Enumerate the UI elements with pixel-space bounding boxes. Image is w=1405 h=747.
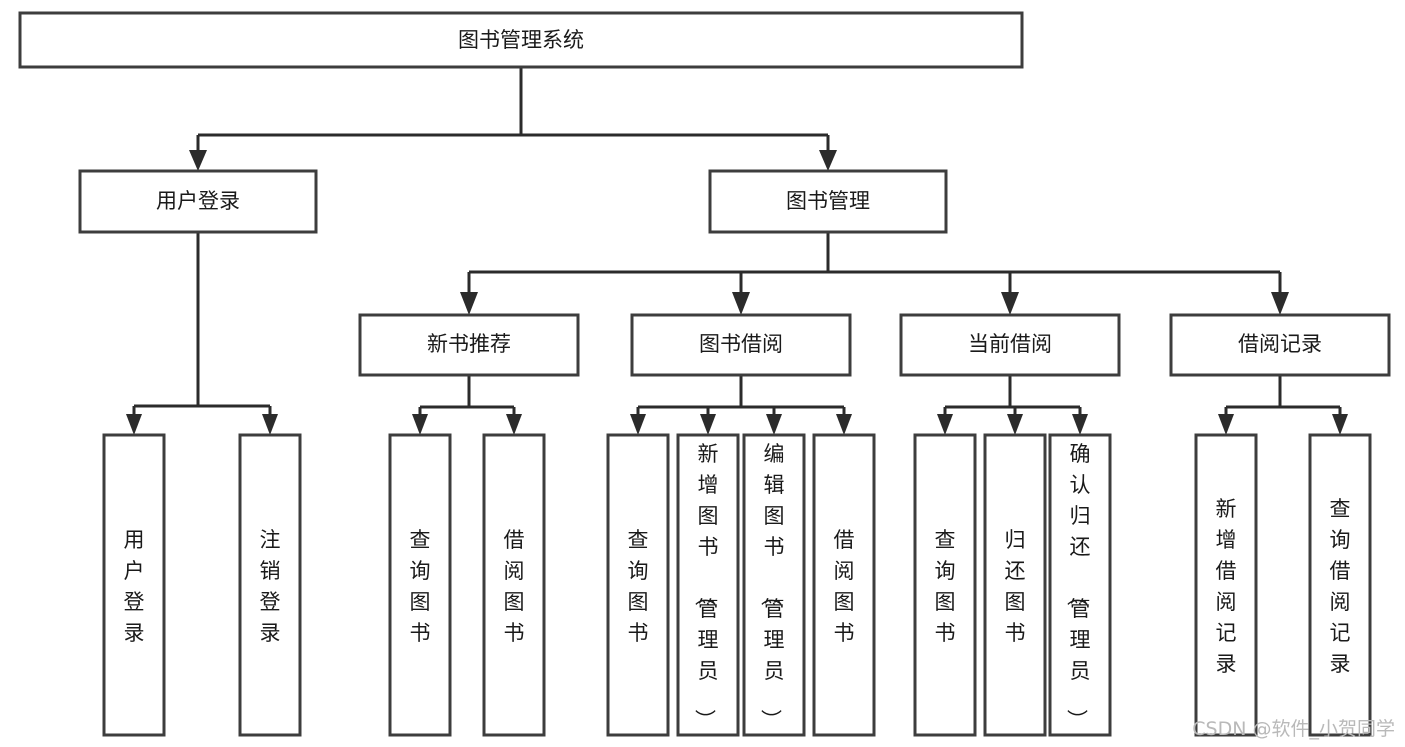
node-current-borrow-label: 当前借阅 bbox=[968, 332, 1052, 356]
node-book-manage-box[interactable] bbox=[708, 169, 948, 234]
arrow-head-leaf-add-borrow-record bbox=[1218, 414, 1234, 435]
connector-layer bbox=[126, 67, 1348, 435]
leaf-node-label: 确认归还（管理员） bbox=[1065, 442, 1091, 730]
leaf-node-label: 查询图书 bbox=[628, 528, 649, 645]
leaf-node-label: 用户登录 bbox=[124, 528, 145, 645]
leaf-node-box[interactable] bbox=[102, 433, 166, 737]
leaf-node-box[interactable] bbox=[676, 433, 740, 737]
leaf-node-leaf-logout[interactable]: 注销登录 bbox=[238, 433, 302, 737]
leaf-node-leaf-add-borrow-record[interactable]: 新增借阅记录 bbox=[1194, 433, 1258, 737]
leaf-node-box[interactable] bbox=[606, 433, 670, 737]
arrow-head-book-borrow bbox=[732, 292, 750, 315]
arrow-head-leaf-edit-book bbox=[766, 414, 782, 435]
leaf-node-leaf-add-book[interactable]: 新增图书（管理员） bbox=[676, 433, 740, 737]
leaf-node-leaf-query-book-3[interactable]: 查询图书 bbox=[913, 433, 977, 737]
leaf-node-box[interactable] bbox=[983, 433, 1047, 737]
leaf-node-label: 注销登录 bbox=[260, 528, 281, 645]
leaf-node-leaf-query-borrow-record[interactable]: 查询借阅记录 bbox=[1308, 433, 1372, 737]
leaf-node-label: 借阅图书 bbox=[504, 528, 525, 645]
node-root-label: 图书管理系统 bbox=[458, 28, 584, 52]
node-current-borrow-box[interactable] bbox=[899, 313, 1121, 377]
node-borrow-record-label: 借阅记录 bbox=[1238, 332, 1322, 356]
node-new-book-recommend-label: 新书推荐 bbox=[427, 332, 511, 356]
arrow-head-user-login bbox=[189, 150, 207, 171]
leaf-node-label: 查询图书 bbox=[935, 528, 956, 645]
node-new-book-recommend[interactable]: 新书推荐 bbox=[358, 313, 580, 377]
arrow-head-leaf-query-book-2 bbox=[630, 414, 646, 435]
leaf-node-box[interactable] bbox=[1048, 433, 1112, 737]
node-book-borrow-label: 图书借阅 bbox=[699, 332, 783, 356]
node-book-borrow[interactable]: 图书借阅 bbox=[630, 313, 852, 377]
leaf-node-box[interactable] bbox=[238, 433, 302, 737]
arrow-head-leaf-borrow-book-1 bbox=[506, 414, 522, 435]
leaf-node-box[interactable] bbox=[1194, 433, 1258, 737]
leaf-layer: 用户登录 注销登录 查询图书 借阅图书 查询图书 新增图书（管理员） 编辑图书（管理员） 借阅… bbox=[102, 433, 1372, 737]
leaf-node-label: 新增图书（管理员） bbox=[693, 442, 719, 730]
arrow-head-leaf-add-book bbox=[700, 414, 716, 435]
arrow-head-new-book-recommend bbox=[460, 292, 478, 315]
node-current-borrow[interactable]: 当前借阅 bbox=[899, 313, 1121, 377]
leaf-node-box[interactable] bbox=[812, 433, 876, 737]
node-user-login-label: 用户登录 bbox=[156, 189, 240, 213]
leaf-node-box[interactable] bbox=[482, 433, 546, 737]
leaf-node-leaf-borrow-book-2[interactable]: 借阅图书 bbox=[812, 433, 876, 737]
leaf-node-leaf-borrow-book-1[interactable]: 借阅图书 bbox=[482, 433, 546, 737]
node-book-manage-label: 图书管理 bbox=[786, 189, 870, 213]
leaf-node-leaf-return-book[interactable]: 归还图书 bbox=[983, 433, 1047, 737]
arrow-head-leaf-user-login bbox=[126, 414, 142, 435]
node-root-box[interactable] bbox=[18, 11, 1024, 69]
leaf-node-label: 借阅图书 bbox=[834, 528, 855, 645]
arrow-head-leaf-query-borrow-record bbox=[1332, 414, 1348, 435]
leaf-node-label: 查询图书 bbox=[410, 528, 431, 645]
leaf-node-leaf-edit-book[interactable]: 编辑图书（管理员） bbox=[742, 433, 806, 737]
arrow-head-leaf-borrow-book-2 bbox=[836, 414, 852, 435]
node-root[interactable]: 图书管理系统 bbox=[18, 11, 1024, 69]
arrow-head-borrow-record bbox=[1271, 292, 1289, 315]
node-book-manage[interactable]: 图书管理 bbox=[708, 169, 948, 234]
node-borrow-record-box[interactable] bbox=[1169, 313, 1391, 377]
leaf-node-leaf-confirm-return[interactable]: 确认归还（管理员） bbox=[1048, 433, 1112, 737]
arrow-head-leaf-query-book-1 bbox=[412, 414, 428, 435]
arrow-head-leaf-query-book-3 bbox=[937, 414, 953, 435]
node-new-book-recommend-box[interactable] bbox=[358, 313, 580, 377]
arrow-head-current-borrow bbox=[1001, 292, 1019, 315]
node-user-login[interactable]: 用户登录 bbox=[78, 169, 318, 234]
node-borrow-record[interactable]: 借阅记录 bbox=[1169, 313, 1391, 377]
leaf-node-box[interactable] bbox=[388, 433, 452, 737]
arrow-head-book-manage bbox=[819, 150, 837, 171]
leaf-node-label: 归还图书 bbox=[1005, 528, 1026, 645]
arrow-head-leaf-logout bbox=[262, 414, 278, 435]
arrow-head-leaf-confirm-return bbox=[1072, 414, 1088, 435]
leaf-node-label: 查询借阅记录 bbox=[1330, 497, 1351, 676]
leaf-node-leaf-user-login[interactable]: 用户登录 bbox=[102, 433, 166, 737]
node-book-borrow-box[interactable] bbox=[630, 313, 852, 377]
leaf-node-label: 新增借阅记录 bbox=[1216, 497, 1237, 676]
leaf-node-box[interactable] bbox=[1308, 433, 1372, 737]
node-user-login-box[interactable] bbox=[78, 169, 318, 234]
leaf-node-label: 编辑图书（管理员） bbox=[759, 442, 785, 730]
leaf-node-leaf-query-book-2[interactable]: 查询图书 bbox=[606, 433, 670, 737]
leaf-node-box[interactable] bbox=[913, 433, 977, 737]
leaf-node-box[interactable] bbox=[742, 433, 806, 737]
arrow-head-leaf-return-book bbox=[1007, 414, 1023, 435]
leaf-node-leaf-query-book-1[interactable]: 查询图书 bbox=[388, 433, 452, 737]
